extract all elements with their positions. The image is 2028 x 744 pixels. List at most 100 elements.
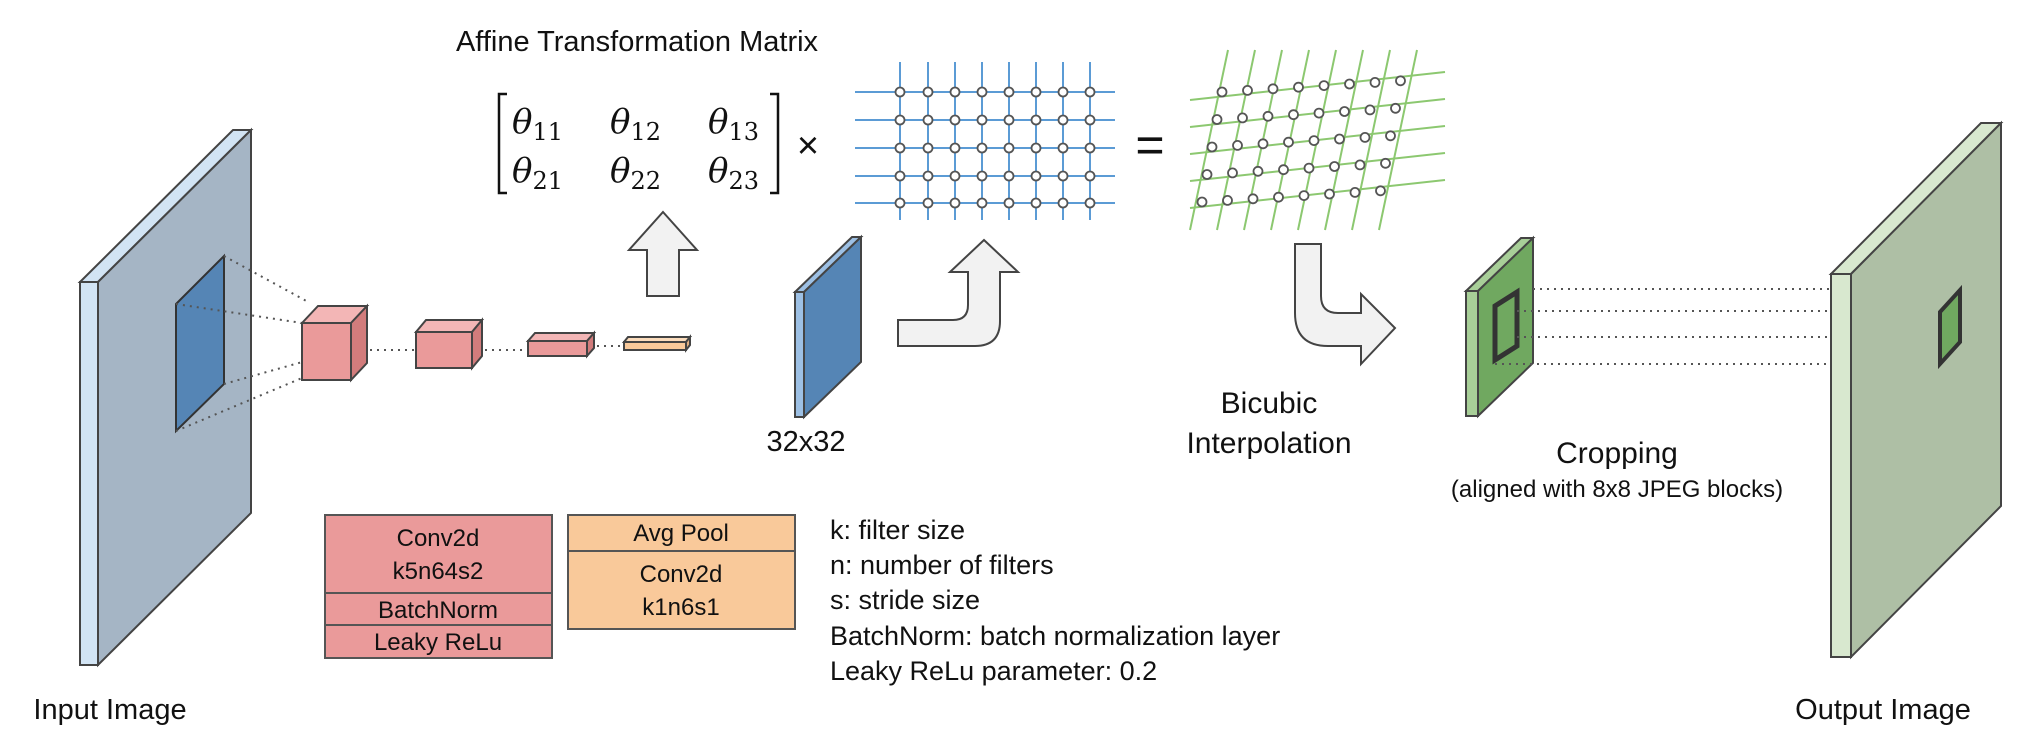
- grid-point: [1267, 83, 1279, 95]
- grid-point: [1222, 194, 1233, 206]
- legend-conv2-line1: Conv2d: [640, 561, 723, 588]
- grid-point: [949, 170, 961, 182]
- grid-point: [1084, 197, 1096, 209]
- grid-point: [976, 197, 988, 209]
- interpolation-label-line1: Bicubic: [1221, 387, 1318, 420]
- grid-point: [949, 142, 961, 154]
- legend-pool-block: Avg Pool Conv2d k1n6s1: [567, 514, 796, 630]
- matrix-entry-23: θ: [708, 151, 728, 191]
- grid-point: [1057, 142, 1069, 154]
- size-label: 32x32: [766, 426, 845, 458]
- grid-point: [1227, 167, 1238, 179]
- grid-point: [1329, 161, 1340, 172]
- grid-point: [1216, 86, 1228, 98]
- grid-point: [1298, 190, 1310, 202]
- grid-line: [1378, 49, 1418, 231]
- grid-point: [1232, 139, 1243, 151]
- grid-point: [894, 142, 906, 154]
- grid-point: [1252, 165, 1264, 177]
- grid-point: [1084, 142, 1096, 154]
- sampling-grid-regular: [855, 62, 1115, 220]
- note-line: BatchNorm: batch normalization layer: [830, 621, 1280, 651]
- grid-point: [1057, 86, 1069, 98]
- matrix-entry-11: θ: [512, 102, 532, 142]
- input-image-label: Input Image: [33, 694, 186, 726]
- output-image-label: Output Image: [1795, 694, 1971, 726]
- note-line: s: stride size: [830, 585, 980, 615]
- grid-point: [1003, 170, 1015, 182]
- legend-conv-line2: k5n64s2: [393, 558, 484, 585]
- grid-point: [1318, 80, 1330, 91]
- grid-point: [1206, 141, 1218, 153]
- grid-point: [1324, 188, 1335, 200]
- grid-point: [949, 114, 961, 126]
- interpolation-label-line2: Interpolation: [1186, 427, 1351, 460]
- grid-point: [976, 86, 988, 98]
- legend-conv-line1: Conv2d: [397, 525, 480, 552]
- svg-text:θ23: θ23: [708, 151, 759, 195]
- grid-point: [1211, 114, 1223, 125]
- grid-point: [976, 170, 988, 182]
- grid-point: [949, 86, 961, 98]
- matrix-entry-22: θ: [610, 151, 630, 191]
- grid-point: [1359, 131, 1371, 143]
- svg-text:θ22: θ22: [610, 151, 661, 195]
- note-line: n: number of filters: [830, 550, 1054, 580]
- curved-arrow-down: [1294, 243, 1397, 367]
- grid-point: [1030, 197, 1042, 209]
- grid-point: [1344, 78, 1355, 90]
- cropping-title: Cropping: [1556, 437, 1678, 470]
- sampling-grid-transformed: [1189, 49, 1446, 231]
- grid-point: [1257, 138, 1269, 150]
- grid-point: [1375, 185, 1386, 197]
- grid-point: [1242, 85, 1253, 96]
- grid-point: [1084, 170, 1096, 182]
- input-projection-lines: [175, 255, 346, 432]
- grid-point: [1003, 86, 1015, 98]
- grid-point: [1339, 106, 1350, 117]
- feature-map-32x32: [792, 234, 864, 420]
- grid-point: [894, 170, 906, 182]
- grid-point: [922, 170, 934, 182]
- svg-text:θ13: θ13: [708, 102, 759, 146]
- matrix-entry-13: θ: [708, 102, 728, 142]
- curved-arrow-up: [897, 238, 1021, 347]
- grid-point: [1237, 112, 1248, 124]
- note-line: k: filter size: [830, 515, 965, 545]
- grid-point: [1003, 142, 1015, 154]
- grid-point: [922, 142, 934, 154]
- grid-point: [1030, 114, 1042, 126]
- grid-point: [1003, 197, 1015, 209]
- legend-avgpool: Avg Pool: [633, 520, 729, 547]
- grid-point: [894, 86, 906, 98]
- grid-point: [1364, 104, 1376, 116]
- interpolated-patch: [1463, 235, 1536, 419]
- matrix-title: Affine Transformation Matrix: [456, 26, 819, 58]
- grid-point: [894, 197, 906, 209]
- grid-point: [1385, 130, 1396, 142]
- matrix-entry-12: θ: [610, 102, 630, 142]
- times-sign: ×: [797, 125, 819, 167]
- output-crop-region: [1938, 284, 1962, 370]
- legend-conv2-line2: k1n6s1: [642, 594, 719, 621]
- grid-point: [1003, 114, 1015, 126]
- conv-block-1: [299, 303, 370, 383]
- equals-sign: =: [1135, 117, 1164, 173]
- legend-batchnorm: BatchNorm: [378, 597, 498, 624]
- grid-point: [976, 114, 988, 126]
- grid-point: [1395, 75, 1406, 87]
- pool-block: [621, 334, 693, 353]
- grid-point: [1201, 169, 1213, 180]
- grid-point: [1084, 86, 1096, 98]
- legend-conv-block: Conv2d k5n64s2 BatchNorm Leaky ReLu: [324, 514, 553, 659]
- input-image-plane: [77, 127, 254, 668]
- conv-block-3: [525, 330, 597, 359]
- grid-point: [1273, 191, 1284, 203]
- grid-point: [1354, 159, 1366, 171]
- grid-point: [1313, 107, 1325, 119]
- grid-line: [1351, 49, 1391, 231]
- crop-projection-lines: [1495, 288, 1958, 365]
- crop-window: [1492, 287, 1520, 365]
- grid-point: [1057, 197, 1069, 209]
- affine-matrix: θ11 θ12 θ13 θ21 θ22 θ23: [497, 92, 780, 195]
